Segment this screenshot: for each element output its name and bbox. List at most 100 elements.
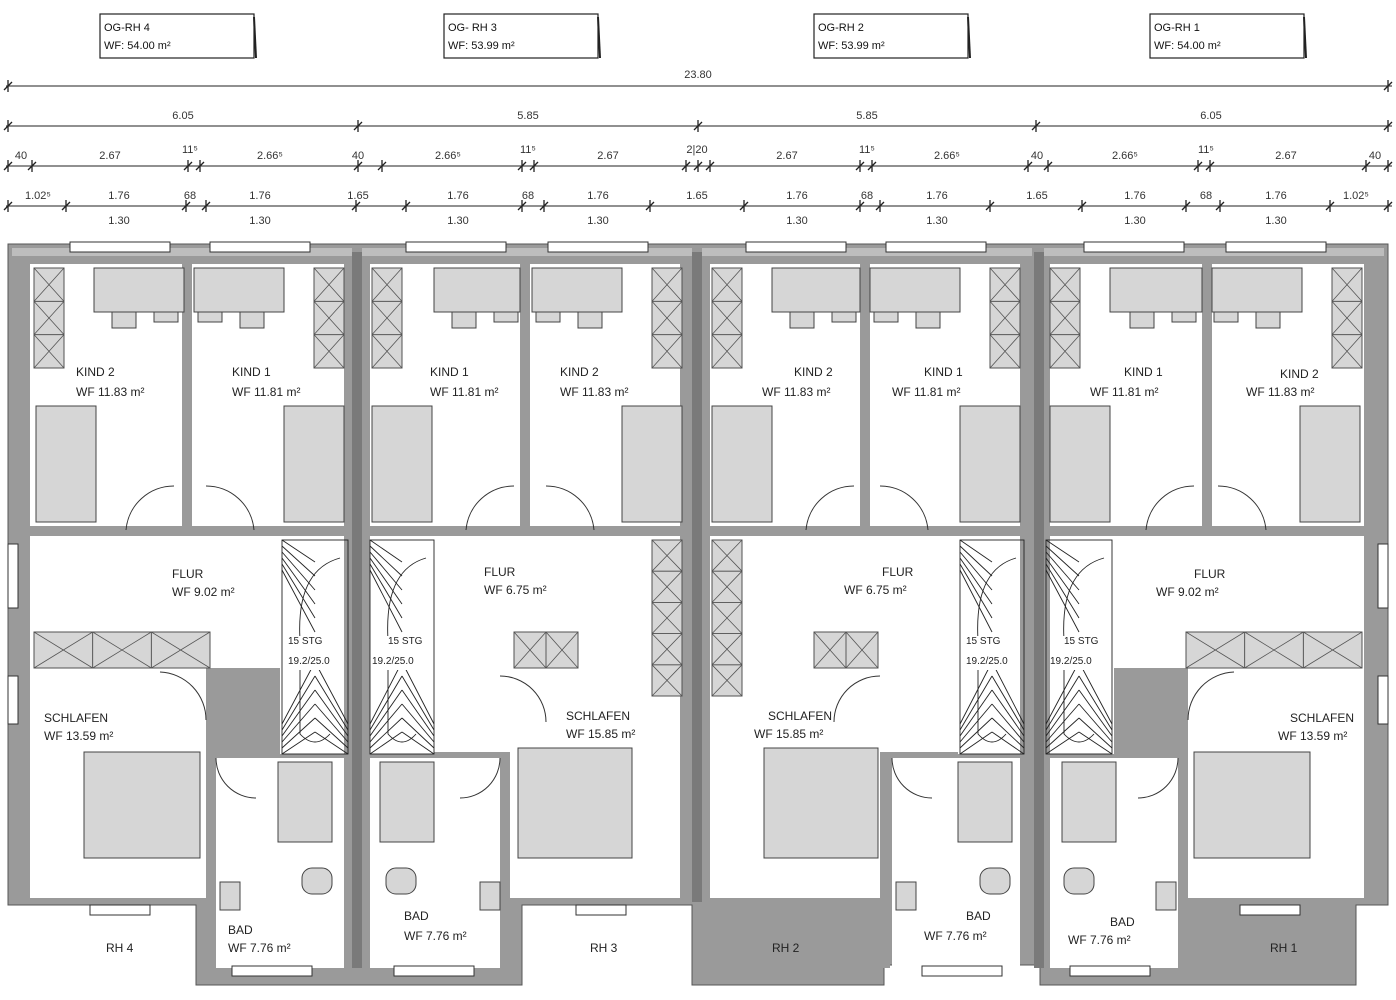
room-name: FLUR xyxy=(1194,567,1226,581)
cabinet-cross xyxy=(92,631,152,669)
stair-tread xyxy=(369,661,403,725)
cabinet-cell xyxy=(545,631,579,669)
room-labels: KIND 2 WF 11.83 m² KIND 1 WF 11.81 m² KI… xyxy=(44,365,1354,955)
cabinet-cell xyxy=(845,631,879,669)
room-name: SCHLAFEN xyxy=(1290,711,1354,725)
room-name: SCHLAFEN xyxy=(768,709,832,723)
stair-tread xyxy=(1045,661,1080,725)
cabinet-cell xyxy=(371,334,403,369)
room-name: KIND 2 xyxy=(76,365,115,379)
cabinet-cross xyxy=(845,631,879,669)
cabinet-cross xyxy=(1049,267,1081,302)
stair-walkline xyxy=(299,660,331,743)
dim-label: 1.65 xyxy=(347,190,368,202)
stair-tread xyxy=(1045,569,1080,633)
cabinet-cross xyxy=(651,633,683,666)
room-name: KIND 1 xyxy=(924,365,963,379)
stair-tread xyxy=(991,675,1025,731)
party-walls xyxy=(352,252,1044,968)
dim-label: 1.30 xyxy=(786,215,807,227)
room-area: WF 6.75 m² xyxy=(844,583,907,597)
room-area: WF 9.02 m² xyxy=(172,585,235,599)
house-labels: RH 4 RH 3 RH 2 RH 1 xyxy=(106,941,1298,955)
stairs xyxy=(281,539,1113,755)
room-name: FLUR xyxy=(484,565,516,579)
room-name: BAD xyxy=(228,923,253,937)
stair-tread xyxy=(369,689,403,737)
cabinet-cross xyxy=(1185,631,1245,669)
room-name: KIND 2 xyxy=(794,365,833,379)
room-area: WF 11.83 m² xyxy=(560,385,628,399)
cabinet-cross xyxy=(313,334,345,369)
partitions xyxy=(30,264,1364,968)
stair-tread xyxy=(401,731,435,755)
dim-label: 1.76 xyxy=(108,190,129,202)
stair-tread xyxy=(314,675,349,731)
stair-tread xyxy=(369,731,403,755)
stair-walkline xyxy=(977,660,1007,743)
cabinet-cross xyxy=(513,631,547,669)
stair-tread xyxy=(281,539,316,563)
stair-steps: 15 STG xyxy=(1064,636,1099,647)
stair-labels: 15 STG 19.2/25.0 15 STG 19.2/25.0 15 STG… xyxy=(288,636,1099,667)
cabinet-cell xyxy=(1302,631,1363,669)
dim-label: 6.05 xyxy=(1200,110,1221,122)
unit-tag-rh4: OG-RH 4 WF: 54.00 m² xyxy=(99,13,257,59)
stair-ratio: 19.2/25.0 xyxy=(966,656,1008,667)
dim-label: 2.66⁵ xyxy=(934,150,960,162)
stair-label-bg xyxy=(966,636,1018,670)
cabinet-cross xyxy=(813,631,847,669)
cabinet-cross xyxy=(711,633,743,666)
room-name: SCHLAFEN xyxy=(566,709,630,723)
stair-walkline xyxy=(1063,557,1105,641)
cabinet-cell xyxy=(1331,334,1363,369)
room-area: WF 13.59 m² xyxy=(1278,729,1347,743)
stair-tread xyxy=(1045,551,1080,591)
dim-label: 1.30 xyxy=(447,215,468,227)
dim-label: 2.67 xyxy=(776,150,797,162)
cabinet-cross xyxy=(651,539,683,572)
stair-label-bg xyxy=(376,636,428,670)
stair-label-bg xyxy=(288,636,342,670)
dim-label: 2|20 xyxy=(686,144,707,156)
dim-label: 1.30 xyxy=(1265,215,1286,227)
stair-tread xyxy=(959,539,993,563)
stair-tread xyxy=(959,717,993,749)
cabinet-cross xyxy=(151,631,211,669)
stair-tread xyxy=(1045,689,1080,737)
stair-tread xyxy=(959,551,993,591)
cabinet-cross xyxy=(33,267,65,302)
cabinet-cell xyxy=(33,334,65,369)
stair-tread xyxy=(1045,703,1080,743)
stair-tread xyxy=(1078,717,1113,749)
stair-tread xyxy=(1045,545,1080,577)
dim-label: 40 xyxy=(352,150,364,162)
unit-tag-rh1: OG-RH 1 WF: 54.00 m² xyxy=(1149,13,1307,59)
cabinet-cross xyxy=(33,631,93,669)
stair-tread xyxy=(1045,731,1080,755)
stair-tread xyxy=(314,661,349,725)
house-label: RH 1 xyxy=(1270,941,1298,955)
dim-label: 1.76 xyxy=(1124,190,1145,202)
room-area: WF 11.81 m² xyxy=(892,385,960,399)
stair-steps: 15 STG xyxy=(966,636,1001,647)
dimension-ticks xyxy=(3,80,1393,212)
cabinet-cross xyxy=(1303,631,1363,669)
stair-tread xyxy=(959,569,993,633)
unit-tags: OG-RH 4 WF: 54.00 m² OG- RH 3 WF: 53.99 … xyxy=(99,13,1307,59)
stair-tread xyxy=(959,731,993,755)
stair-tread xyxy=(401,689,435,737)
cabinet-cross xyxy=(711,334,743,369)
stair-label-bg xyxy=(1052,636,1106,670)
room-area: WF 7.76 m² xyxy=(228,941,291,955)
cabinet-cross xyxy=(1049,334,1081,369)
room-area: WF 11.83 m² xyxy=(1246,385,1314,399)
room-area: WF 7.76 m² xyxy=(404,929,467,943)
stair-tread xyxy=(281,731,316,755)
stair-tread xyxy=(959,689,993,737)
stair-ratio: 19.2/25.0 xyxy=(1050,656,1092,667)
room-name: BAD xyxy=(966,909,991,923)
cabinet-cross xyxy=(651,570,683,603)
room-name: SCHLAFEN xyxy=(44,711,108,725)
